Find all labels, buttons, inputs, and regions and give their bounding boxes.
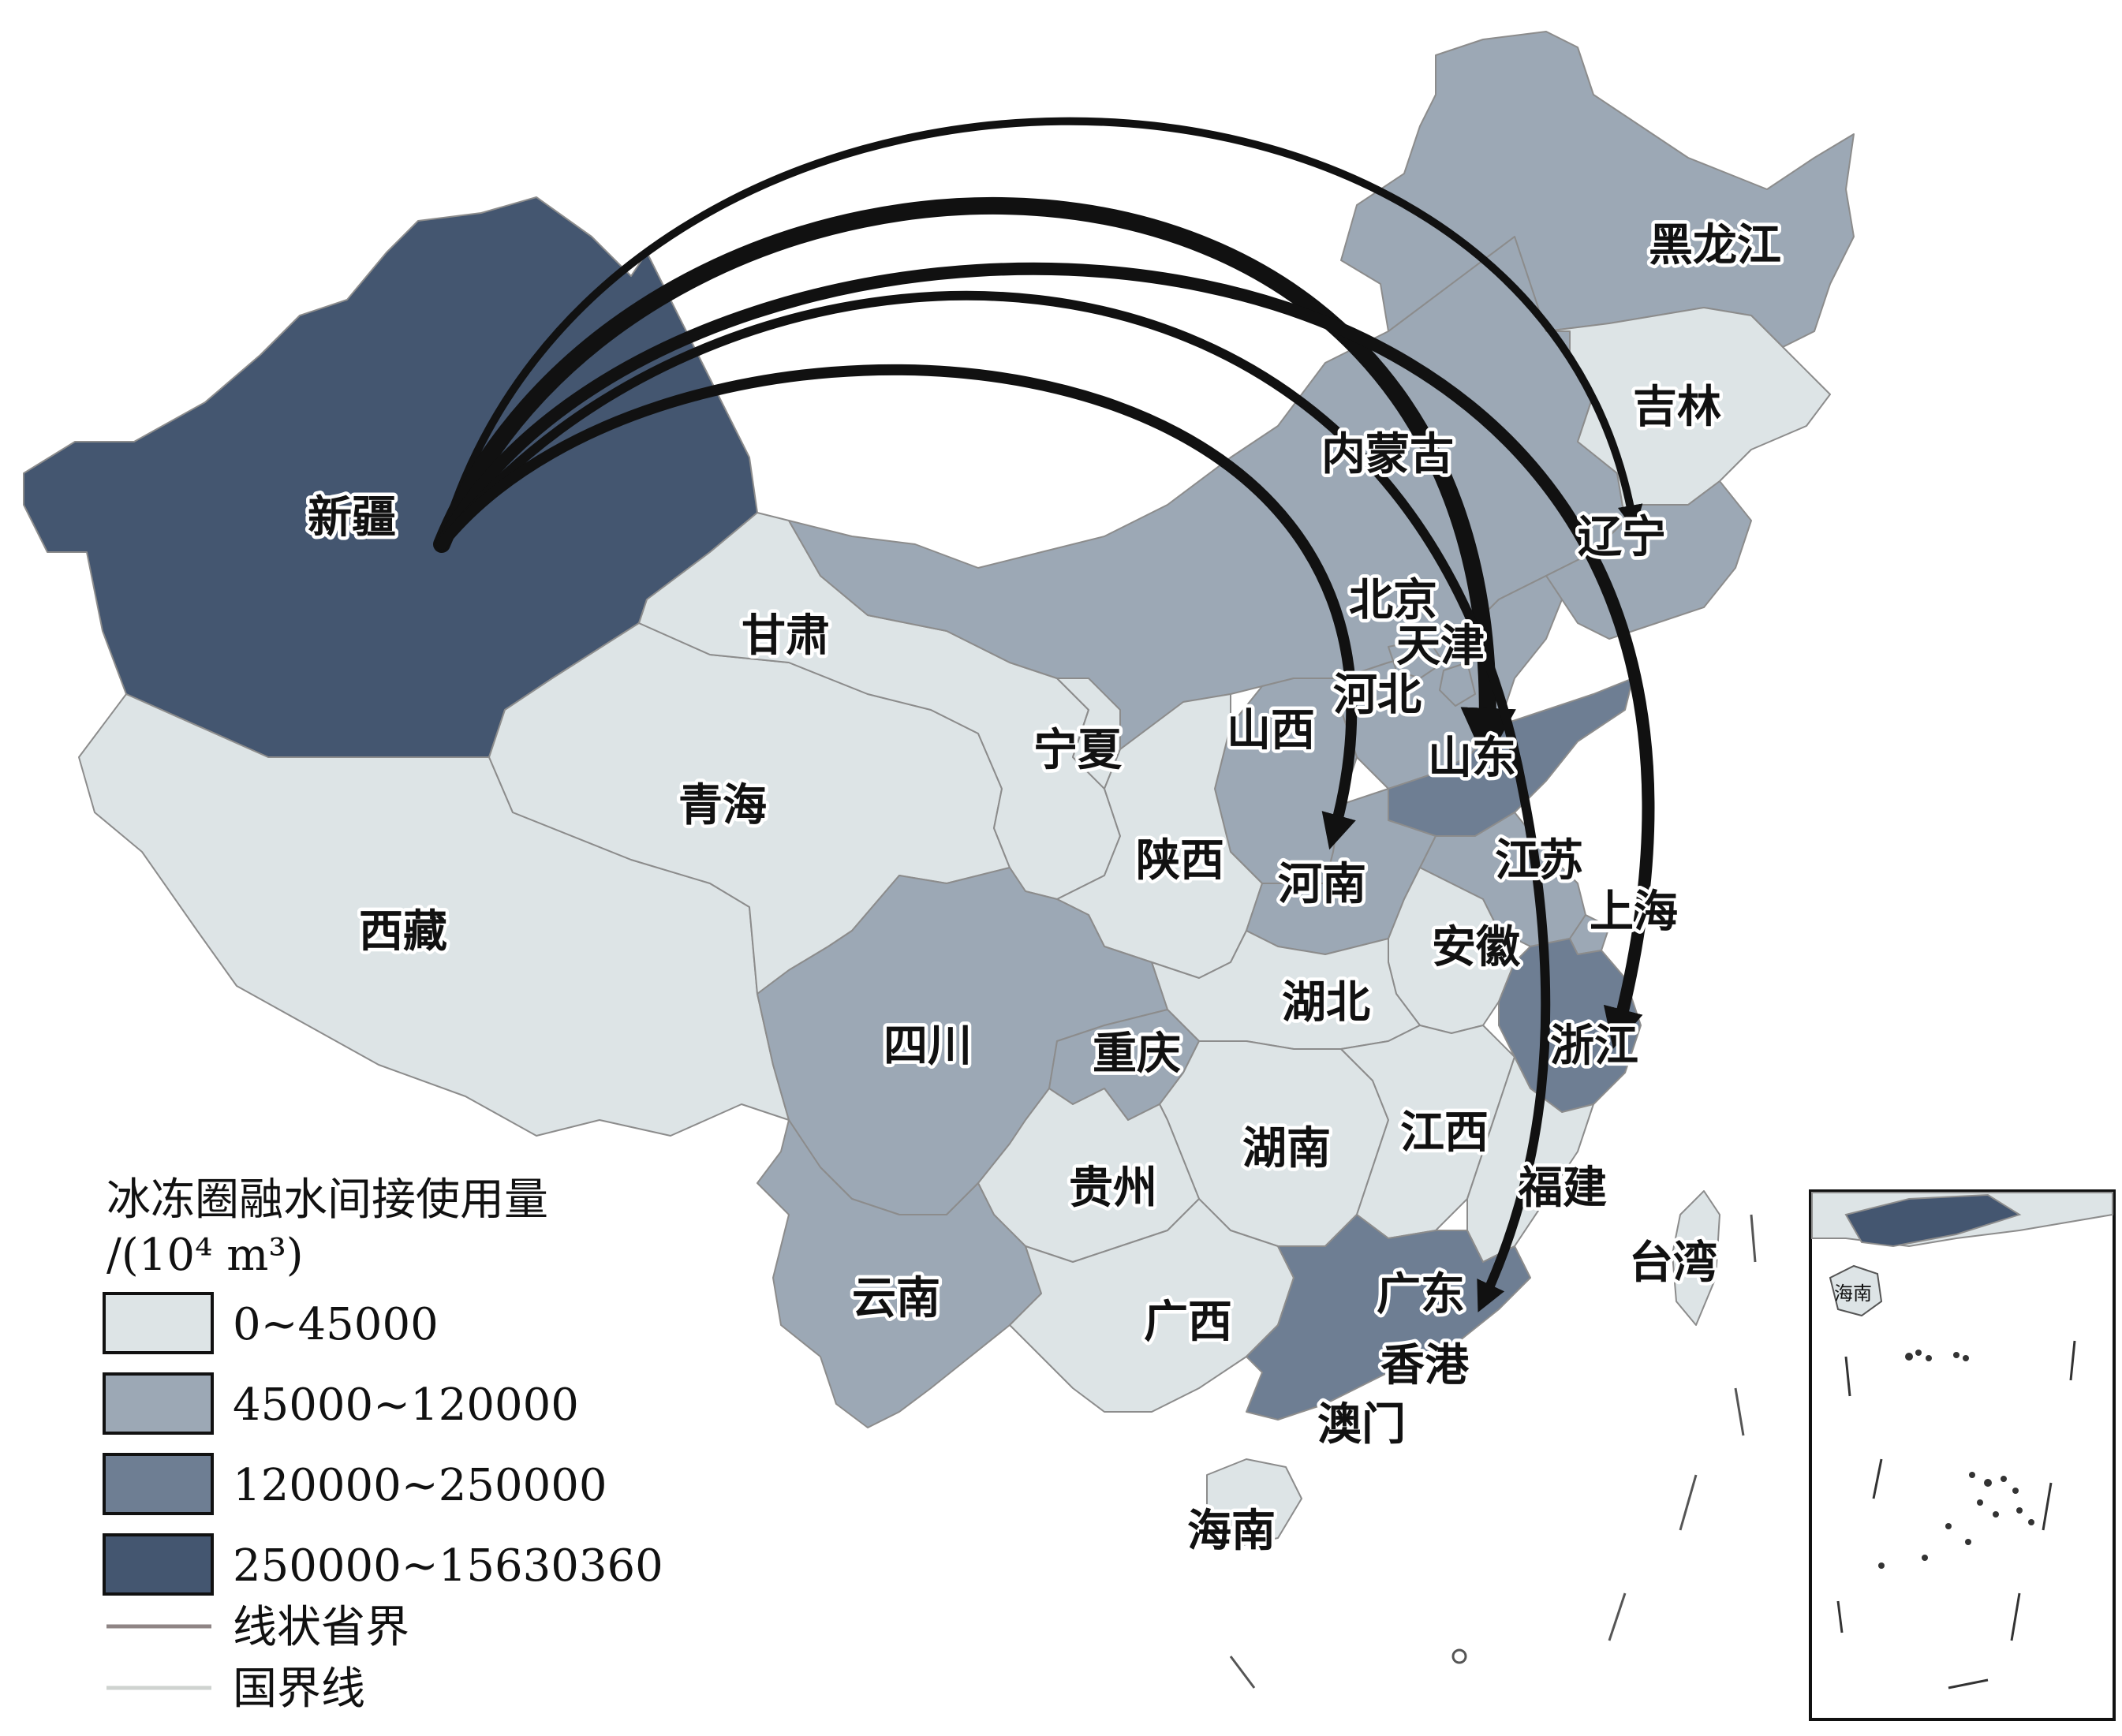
label-xianggang: 香港 bbox=[1380, 1339, 1470, 1391]
legend-swatch-3 bbox=[103, 1533, 214, 1596]
label-yunnan: 云南 bbox=[852, 1272, 940, 1324]
province-hainan bbox=[1206, 1458, 1302, 1547]
label-jiangxi: 江西 bbox=[1400, 1107, 1489, 1159]
label-jiangsu: 江苏 bbox=[1495, 834, 1583, 887]
inset-dashes bbox=[1836, 1340, 2076, 1689]
label-guangdong: 广东 bbox=[1377, 1268, 1465, 1320]
province-yunnan bbox=[757, 1119, 1042, 1428]
province-beijing bbox=[1388, 638, 1444, 679]
legend-class-label-2: 120000~250000 bbox=[233, 1460, 607, 1511]
inset-guangdong bbox=[1844, 1193, 2022, 1248]
legend-line-label-1: 国界线 bbox=[233, 1663, 365, 1715]
label-hebei: 河北 bbox=[1333, 669, 1422, 721]
legend-title-line2: /(10⁴ m³) bbox=[106, 1230, 304, 1281]
label-anhui: 安徽 bbox=[1432, 921, 1521, 973]
legend-swatch-2 bbox=[103, 1453, 214, 1515]
label-jilin: 吉林 bbox=[1633, 381, 1721, 433]
label-zhejiang: 浙江 bbox=[1550, 1020, 1638, 1072]
flow-arc-zhejiang bbox=[435, 262, 1655, 1049]
flow-arc-shandong bbox=[433, 196, 1516, 764]
label-fujian: 福建 bbox=[1518, 1162, 1607, 1214]
label-heilongjiang: 黑龙江 bbox=[1649, 219, 1781, 271]
province-taiwan bbox=[1672, 1190, 1720, 1326]
legend-swatch-1 bbox=[103, 1372, 214, 1435]
flow-layer bbox=[433, 117, 1655, 1312]
label-sichuan: 四川 bbox=[884, 1020, 972, 1072]
province-xinjiang bbox=[23, 196, 758, 758]
province-guangdong bbox=[1246, 1214, 1531, 1421]
inset-islands bbox=[1878, 1350, 2034, 1569]
province-zhejiang bbox=[1498, 938, 1642, 1113]
label-liaoning: 辽宁 bbox=[1578, 511, 1666, 563]
label-beijing: 北京 bbox=[1349, 574, 1437, 626]
label-layer: 新疆 西藏 青海 甘肃 内蒙古 黑龙江 吉林 辽宁 北京 天津 河北 山西 山东… bbox=[304, 216, 1785, 1561]
label-shanghai: 上海 bbox=[1590, 886, 1678, 938]
flow-arc-liaoning bbox=[438, 117, 1643, 548]
label-shaanxi: 陕西 bbox=[1136, 834, 1224, 887]
label-aomen: 澳门 bbox=[1317, 1398, 1406, 1450]
label-chongqing: 重庆 bbox=[1093, 1028, 1181, 1080]
legend-line-label-0: 线状省界 bbox=[233, 1602, 409, 1653]
province-tianjin bbox=[1439, 662, 1476, 707]
inset-hainan-label: 海南 bbox=[1834, 1282, 1872, 1305]
label-hunan: 湖南 bbox=[1242, 1122, 1331, 1174]
sea-boundary-dashes bbox=[1229, 1214, 1757, 1689]
label-ningxia: 宁夏 bbox=[1033, 724, 1123, 776]
legend-class-label-0: 0~45000 bbox=[233, 1299, 439, 1350]
flow-arc-guangdong bbox=[437, 290, 1551, 1312]
province-heilongjiang bbox=[1340, 31, 1855, 348]
label-hainan: 海南 bbox=[1187, 1505, 1276, 1557]
label-tianjin: 天津 bbox=[1396, 620, 1485, 672]
label-xizang: 西藏 bbox=[359, 905, 447, 958]
label-xinjiang: 新疆 bbox=[308, 491, 396, 543]
flow-arc-henan bbox=[436, 364, 1358, 850]
inset-hainan-shape bbox=[1829, 1264, 1883, 1317]
label-qinghai: 青海 bbox=[678, 779, 767, 831]
label-shanxi: 山西 bbox=[1227, 704, 1315, 756]
label-neimenggu: 内蒙古 bbox=[1321, 428, 1454, 480]
label-guizhou: 贵州 bbox=[1069, 1162, 1157, 1214]
label-hubei: 湖北 bbox=[1282, 976, 1370, 1029]
label-taiwan: 台湾 bbox=[1629, 1237, 1717, 1289]
inset-map: 海南 bbox=[1809, 1189, 2116, 1721]
legend-class-label-3: 250000~15630360 bbox=[233, 1540, 663, 1592]
legend-class-label-1: 45000~120000 bbox=[233, 1379, 579, 1431]
legend: 冰冻圈融水间接使用量 /(10⁴ m³) 0~45000 45000~12000… bbox=[103, 1174, 663, 1715]
label-guangxi: 广西 bbox=[1144, 1296, 1232, 1348]
legend-title-line1: 冰冻圈融水间接使用量 bbox=[106, 1174, 548, 1226]
legend-swatch-0 bbox=[103, 1292, 214, 1354]
label-henan: 河南 bbox=[1278, 858, 1366, 910]
label-shandong: 山东 bbox=[1428, 732, 1516, 784]
label-gansu: 甘肃 bbox=[742, 610, 830, 662]
